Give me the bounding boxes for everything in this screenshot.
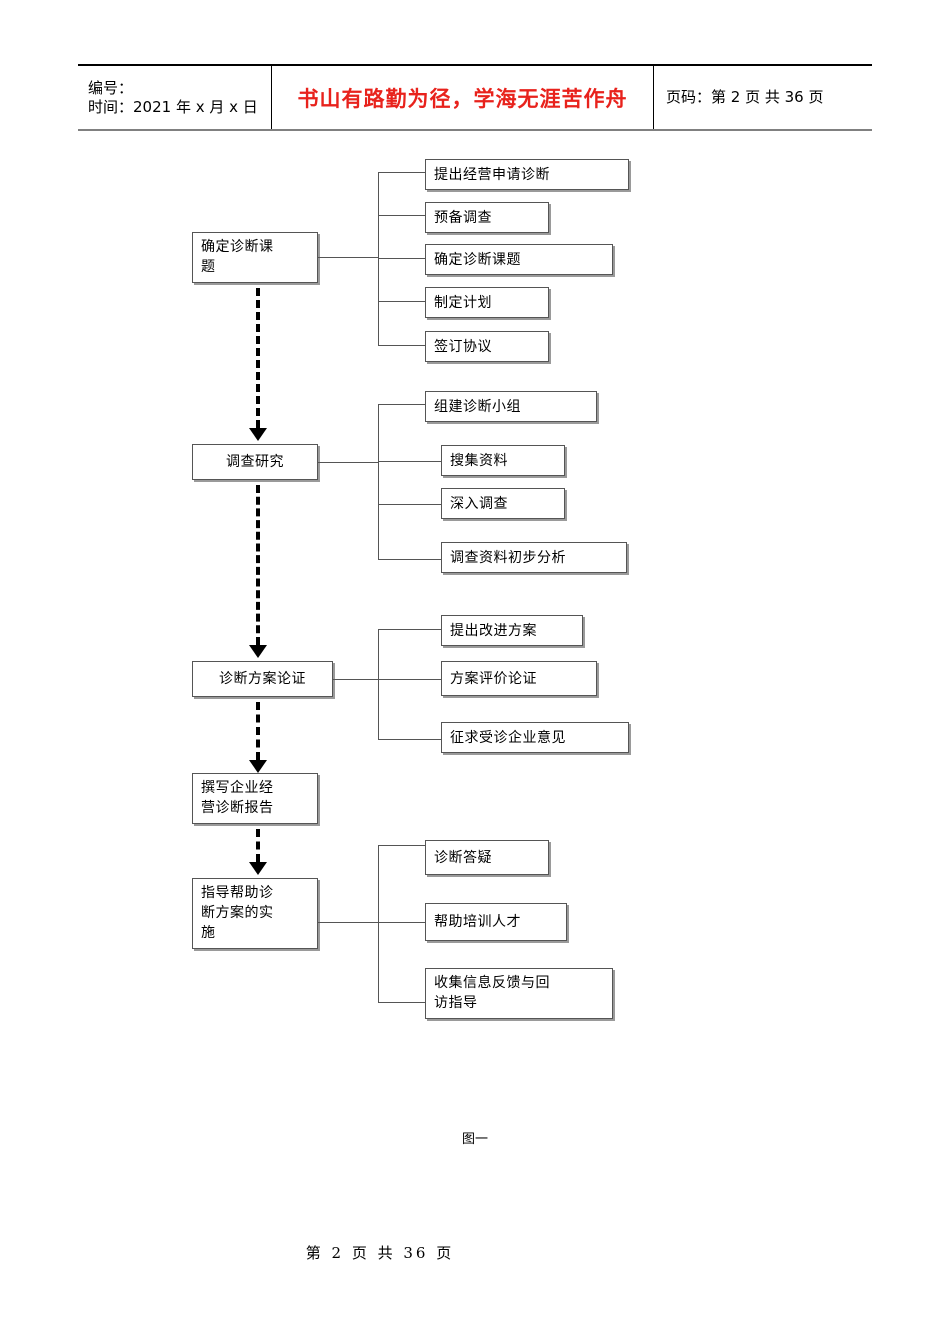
flow-arrow-line-2 (256, 485, 260, 645)
stage-2-stub-3 (378, 504, 441, 505)
flow-arrow-line-1 (256, 288, 260, 428)
stage-1-stub-4 (378, 301, 425, 302)
stage-3-trunk (378, 629, 379, 739)
stage-5-item-1: 诊断答疑 (425, 840, 549, 875)
stage-3-item-1: 提出改进方案 (441, 615, 583, 646)
stage-5-item-2: 帮助培训人才 (425, 903, 567, 941)
header-page-label: 页码：第 2 页 共 36 页 (666, 88, 824, 106)
stage-1-stub-3 (378, 258, 425, 259)
stage-2-item-3: 深入调查 (441, 488, 565, 519)
stage-3-stub-3 (378, 739, 441, 740)
stage-2-trunk (378, 404, 379, 559)
stage-3-stub-1 (378, 629, 441, 630)
stage-2-lead-line (318, 462, 378, 463)
header-cell-meta: 编号： 时间：2021 年 x 月 x 日 (78, 66, 272, 129)
header-cell-slogan: 书山有路勤为径，学海无涯苦作舟 (272, 66, 654, 129)
stage-2-stub-2 (378, 461, 441, 462)
stage-1-item-2: 预备调查 (425, 202, 549, 233)
header-cell-pagination: 页码：第 2 页 共 36 页 (654, 66, 872, 129)
flow-arrow-line-4 (256, 829, 260, 862)
figure-caption: 图一 (461, 1132, 488, 1147)
stage-2-item-4: 调查资料初步分析 (441, 542, 627, 573)
stage-2-stub-1 (378, 404, 425, 405)
header-slogan: 书山有路勤为径，学海无涯苦作舟 (297, 85, 628, 111)
flow-arrow-line-3 (256, 702, 260, 760)
flow-arrow-head-2 (249, 645, 267, 658)
stage-1-stub-2 (378, 215, 425, 216)
flow-arrow-head-3 (249, 760, 267, 773)
stage-1-stub-1 (378, 172, 425, 173)
stage-node-2: 调查研究 (192, 444, 318, 480)
stage-5-stub-3 (378, 1002, 425, 1003)
stage-1-item-5: 签订协议 (425, 331, 549, 362)
stage-1-item-4: 制定计划 (425, 287, 549, 318)
stage-1-lead-line (318, 257, 378, 258)
stage-5-stub-2 (378, 922, 425, 923)
stage-3-stub-2 (378, 679, 441, 680)
stage-2-item-2: 搜集资料 (441, 445, 565, 476)
stage-3-lead-line (333, 679, 378, 680)
stage-node-4: 撰写企业经 营诊断报告 (192, 773, 318, 824)
stage-2-item-1: 组建诊断小组 (425, 391, 597, 422)
page-footer: 第 2 页 共 36 页 (305, 1244, 455, 1262)
stage-node-3: 诊断方案论证 (192, 661, 333, 697)
stage-5-trunk (378, 845, 379, 1002)
stage-3-item-3: 征求受诊企业意见 (441, 722, 629, 753)
page-header-table: 编号： 时间：2021 年 x 月 x 日 书山有路勤为径，学海无涯苦作舟 页码… (78, 64, 872, 131)
stage-5-item-3: 收集信息反馈与回 访指导 (425, 968, 613, 1019)
stage-node-1: 确定诊断课 题 (192, 232, 318, 283)
header-time-label: 时间：2021 年 x 月 x 日 (88, 97, 258, 116)
flow-arrow-head-1 (249, 428, 267, 441)
stage-node-5: 指导帮助诊 断方案的实 施 (192, 878, 318, 949)
flow-arrow-head-4 (249, 862, 267, 875)
stage-5-stub-1 (378, 845, 425, 846)
stage-3-item-2: 方案评价论证 (441, 661, 597, 696)
stage-2-stub-4 (378, 559, 441, 560)
header-number-label: 编号： (88, 78, 134, 97)
stage-1-item-1: 提出经营申请诊断 (425, 159, 629, 190)
stage-5-lead-line (318, 922, 378, 923)
stage-1-item-3: 确定诊断课题 (425, 244, 613, 275)
stage-1-stub-5 (378, 345, 425, 346)
